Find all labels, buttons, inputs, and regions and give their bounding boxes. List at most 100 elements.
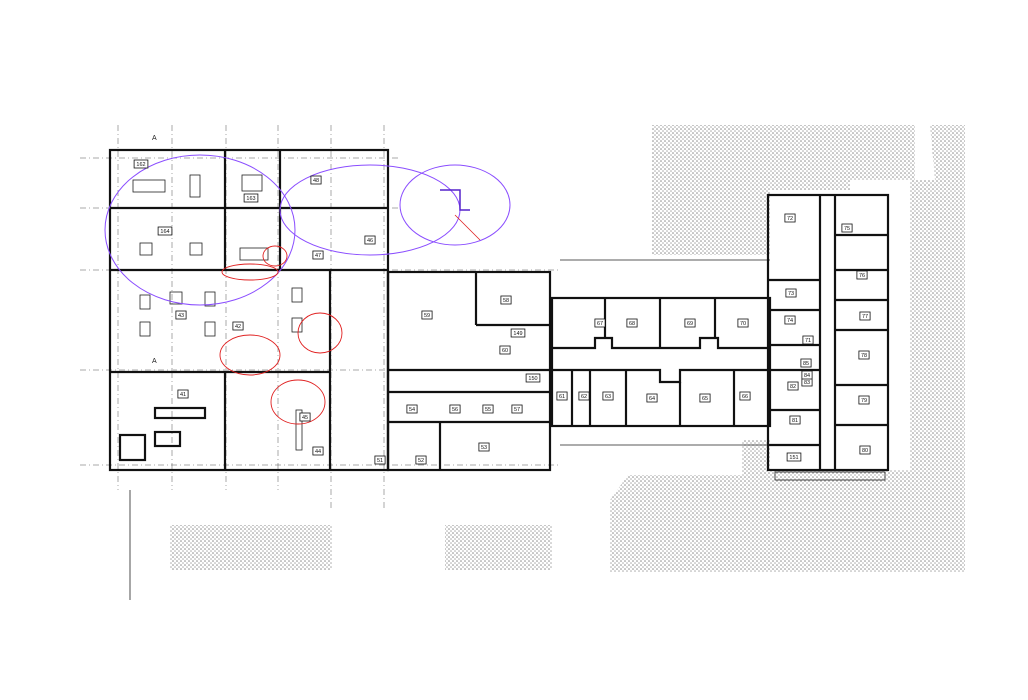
room-number: 70: [740, 321, 746, 327]
room-number: 53: [481, 445, 487, 451]
room-label-box: [784, 213, 796, 223]
markup-circle-detail: [399, 164, 511, 246]
room-number: 46: [367, 238, 373, 244]
room-label: 44: [312, 446, 324, 456]
room-label: 41: [177, 389, 189, 399]
room-number: 82: [790, 384, 796, 390]
hatched-area-bottom-middle: [445, 525, 552, 570]
room-label: 51: [374, 455, 386, 465]
hatched-ground-areas: [170, 125, 965, 572]
room-label: 70: [737, 318, 749, 328]
room-label-box: [175, 310, 187, 320]
markup-circle-large: [104, 154, 296, 306]
room-label: 68: [626, 318, 638, 328]
room-number: 45: [302, 415, 308, 421]
room-label-box: [133, 159, 149, 169]
room-label: 81: [789, 415, 801, 425]
room-number: 51: [377, 458, 383, 464]
room-label-box: [525, 373, 541, 383]
room-label-box: [310, 175, 322, 185]
room-label-box: [646, 393, 658, 403]
room-label-box: [406, 404, 418, 414]
room-number: 84: [804, 373, 810, 379]
room-number: 42: [235, 324, 241, 330]
room-label: 43: [175, 310, 187, 320]
room-number: 54: [409, 407, 415, 413]
room-label-box: [739, 391, 751, 401]
room-label-box: [478, 442, 490, 452]
room-label: 64: [646, 393, 658, 403]
room-number: 64: [649, 396, 655, 402]
room-number: 47: [315, 253, 321, 259]
room-number: 43: [178, 313, 184, 319]
room-number: 76: [859, 273, 865, 279]
room-number: 149: [513, 331, 522, 337]
room-label-box: [500, 295, 512, 305]
room-number: 73: [788, 291, 794, 297]
room-label: 45: [299, 412, 311, 422]
room-label: 61: [556, 391, 568, 401]
room-label: 56: [449, 404, 461, 414]
room-label-box: [312, 446, 324, 456]
room-label: 63: [602, 391, 614, 401]
room-label: 75: [841, 223, 853, 233]
room-label: 42: [232, 321, 244, 331]
room-label: 150: [525, 373, 541, 383]
room-number: 60: [502, 348, 508, 354]
room-number: 164: [160, 229, 169, 235]
room-number: 57: [514, 407, 520, 413]
room-number: 65: [702, 396, 708, 402]
room-label: 59: [421, 310, 433, 320]
review-markups: [104, 154, 511, 425]
room-label: 80: [859, 445, 871, 455]
room-number: 83: [804, 380, 810, 386]
room-number: 62: [581, 394, 587, 400]
room-label: 69: [684, 318, 696, 328]
room-label: 151: [786, 452, 802, 462]
room-number: 55: [485, 407, 491, 413]
room-number: 58: [503, 298, 509, 304]
room-number: 77: [862, 314, 868, 320]
room-label-box: [785, 288, 797, 298]
room-number: 80: [862, 448, 868, 454]
room-label: 82: [787, 381, 799, 391]
room-number: 162: [136, 162, 145, 168]
room-number: 48: [313, 178, 319, 184]
room-label: 84: [801, 370, 813, 380]
room-label: 72: [784, 213, 796, 223]
room-label-box: [415, 455, 427, 465]
room-label: 47: [312, 250, 324, 260]
room-label: 163: [243, 193, 259, 203]
room-number: 71: [805, 338, 811, 344]
room-label-box: [312, 250, 324, 260]
room-label-box: [157, 226, 173, 236]
room-label-box: [800, 358, 812, 368]
room-label-box: [802, 335, 814, 345]
room-label: 54: [406, 404, 418, 414]
room-label-box: [786, 452, 802, 462]
room-label-box: [374, 455, 386, 465]
room-number: 66: [742, 394, 748, 400]
room-label-box: [801, 370, 813, 380]
room-label-box: [578, 391, 590, 401]
room-label: 67: [594, 318, 606, 328]
room-number: 81: [792, 418, 798, 424]
room-label-box: [737, 318, 749, 328]
room-label-box: [177, 389, 189, 399]
room-number: 67: [597, 321, 603, 327]
room-number: 150: [528, 376, 537, 382]
room-number: 61: [559, 394, 565, 400]
room-number: 75: [844, 226, 850, 232]
room-number: 69: [687, 321, 693, 327]
hatched-area-right: [610, 125, 965, 572]
room-number: 78: [861, 353, 867, 359]
room-label: 149: [510, 328, 526, 338]
room-number: 85: [803, 361, 809, 367]
room-label-box: [594, 318, 606, 328]
room-number: 59: [424, 313, 430, 319]
room-labels: 162 163 164 48 47 46 43 42 41 44 45 59 58 149 60 150 54 5…: [133, 159, 871, 465]
room-label: 78: [858, 350, 870, 360]
walls: [108, 148, 890, 481]
room-label-box: [841, 223, 853, 233]
grid-marker: A: [152, 135, 157, 142]
